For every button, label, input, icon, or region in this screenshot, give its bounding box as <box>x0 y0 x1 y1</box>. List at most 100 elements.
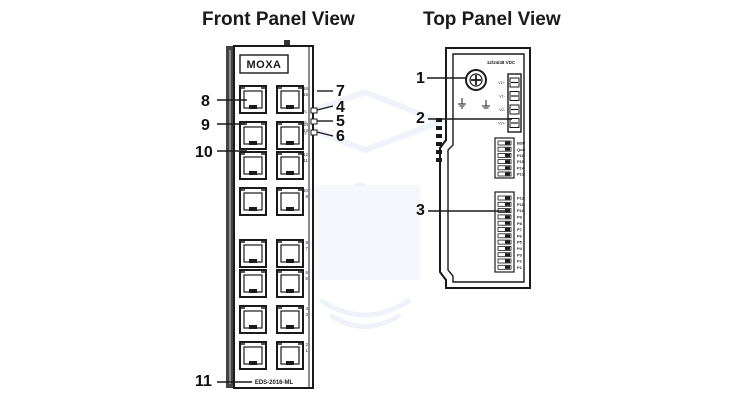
terminal-screw <box>509 91 520 101</box>
port-label-lower: 15 <box>303 92 309 97</box>
rj45-port <box>239 121 267 150</box>
led-label-fault: F <box>305 131 308 136</box>
dip-label: P9 <box>517 215 523 220</box>
grounding-screw <box>465 69 487 91</box>
rj45-port <box>276 151 304 180</box>
callout-1: 1 <box>416 70 425 87</box>
dip-switch <box>497 239 512 245</box>
terminal-label: V1+ <box>498 81 506 85</box>
model-label: EDS-2016-ML <box>255 380 294 386</box>
rj45-port <box>239 269 267 298</box>
terminal-label: V2+ <box>498 122 506 126</box>
dip-switch <box>497 227 512 232</box>
port-label-lower: 1 <box>305 348 308 353</box>
dip-switch <box>497 258 512 264</box>
terminal-screw <box>509 118 520 128</box>
port-label-upper: 14 <box>303 122 309 127</box>
dip-label: P3 <box>517 252 523 257</box>
port-label-upper: 8 <box>305 240 308 245</box>
callout-9: 9 <box>201 117 210 134</box>
port-label-lower: 3 <box>305 312 308 317</box>
dip-switch <box>497 152 512 158</box>
port-label-upper: 16 <box>303 86 309 91</box>
dip-label: P8 <box>517 221 523 226</box>
rj45-port <box>276 187 304 216</box>
led-p2 <box>310 118 318 125</box>
dip-switch <box>497 146 512 152</box>
dip-label: P11 <box>517 202 525 207</box>
port-label-lower: 5 <box>305 276 308 281</box>
moxa-logo-box <box>239 54 289 74</box>
dip-switch <box>497 201 512 207</box>
dip-switch <box>497 220 512 226</box>
dip-switch <box>497 233 512 239</box>
port-label-lower: 13 <box>303 128 309 133</box>
port-label-upper: 6 <box>305 270 308 275</box>
top-mounting-tab <box>284 40 290 47</box>
rj45-port <box>239 187 267 216</box>
led-label-p2: P2 <box>302 120 308 125</box>
callout-7: 7 <box>336 83 345 100</box>
dip-switch-labels: BSPQoSP16P15P14P13P12P11P10P9P8P7P6P5P4P… <box>517 141 526 270</box>
dip-label: BSP <box>517 141 526 146</box>
rj45-port <box>239 239 267 268</box>
vent-slats <box>436 118 442 162</box>
dip-switch <box>497 171 512 177</box>
terminal-labels: V1+V1-V2-V2+ <box>498 81 506 126</box>
dip-switch <box>497 165 512 171</box>
callout-leaders <box>217 77 512 383</box>
led-p1 <box>310 107 318 114</box>
dip-label: QoS <box>517 147 526 152</box>
led-label-p1: P1 <box>302 109 308 114</box>
dip-switch <box>497 140 512 146</box>
dip-label: P12 <box>517 196 525 201</box>
callout-6: 6 <box>336 128 345 145</box>
dip-switch <box>497 159 512 165</box>
rj45-port <box>239 151 267 180</box>
dip-switch <box>497 245 512 251</box>
front-panel-title: Front Panel View <box>202 9 355 30</box>
power-terminal-block <box>507 73 522 133</box>
dip-label: P16 <box>517 153 525 158</box>
top-panel-title: Top Panel View <box>423 9 561 30</box>
rj45-port <box>276 341 304 370</box>
port-label-upper: 4 <box>305 306 308 311</box>
rj45-port <box>276 239 304 268</box>
dip-label: P1 <box>517 265 523 270</box>
dip-label: P13 <box>517 172 525 177</box>
dip-switch <box>497 264 512 270</box>
watermark <box>279 88 449 329</box>
moxa-logo: MOXA <box>247 59 282 71</box>
terminal-screw <box>509 104 520 115</box>
dip-switch-block <box>494 137 515 273</box>
callout-8: 8 <box>201 93 210 110</box>
dip-label: P6 <box>517 233 523 238</box>
rj45-port <box>276 121 304 150</box>
dip-switch <box>497 252 512 258</box>
dip-switch <box>497 214 512 220</box>
dip-label: P10 <box>517 208 525 213</box>
din-rail-left <box>226 46 234 388</box>
led-fault <box>310 129 318 136</box>
port-label-lower: 7 <box>305 246 308 251</box>
top-panel: 12/24/48 VDC V1+V1-V2-V2+ <box>436 47 531 289</box>
callout-10: 10 <box>195 144 213 161</box>
port-label-lower: 9 <box>305 194 308 199</box>
callout-5: 5 <box>336 113 345 130</box>
dip-label: P7 <box>517 227 523 232</box>
ground-symbol-icon <box>458 98 490 109</box>
callout-4: 4 <box>336 99 345 116</box>
callout-2: 2 <box>416 110 425 127</box>
dip-label: P15 <box>517 159 525 164</box>
port-label-upper: 10 <box>303 188 309 193</box>
rj45-port <box>276 85 304 114</box>
callout-3: 3 <box>416 202 425 219</box>
terminal-screw <box>509 77 520 88</box>
port-label-upper: 12 <box>303 152 309 157</box>
dip-label: P14 <box>517 165 525 170</box>
rj45-port <box>239 341 267 370</box>
rj45-port <box>239 305 267 334</box>
